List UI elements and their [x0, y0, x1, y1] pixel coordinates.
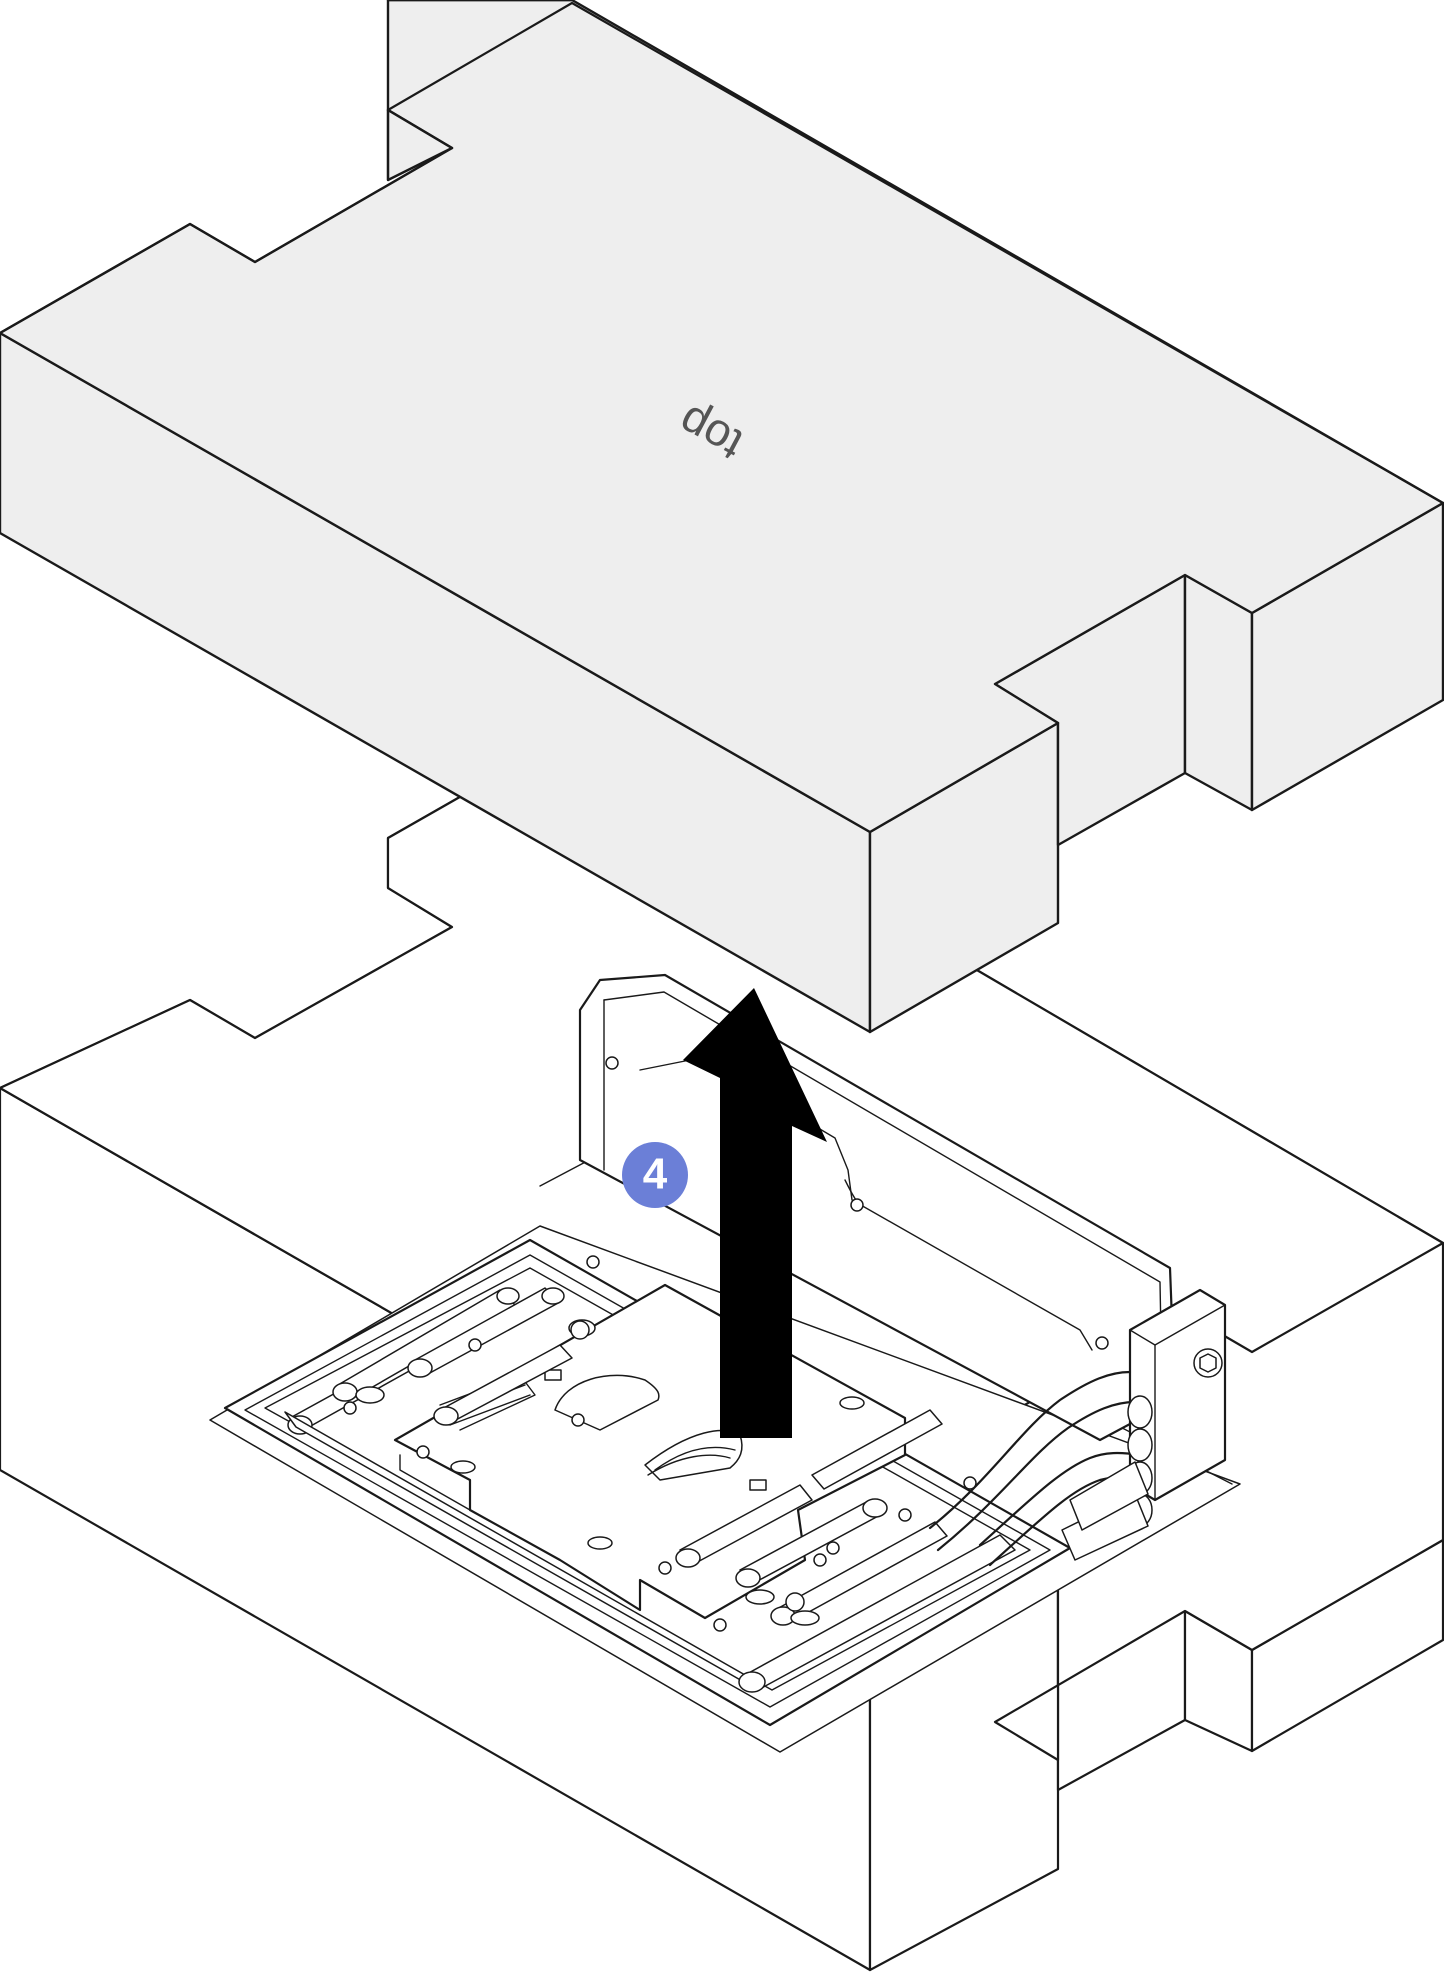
heat-pipes-right	[675, 1409, 948, 1626]
step-badge: 4	[622, 1142, 688, 1208]
lift-up-arrow	[683, 988, 827, 1438]
step-number: 4	[643, 1150, 668, 1199]
upper-packaging-lid: top	[0, 0, 1444, 1034]
coolant-hoses	[928, 1370, 1153, 1567]
heat-pipes-left	[287, 1287, 596, 1435]
captive-screws	[343, 1255, 977, 1632]
